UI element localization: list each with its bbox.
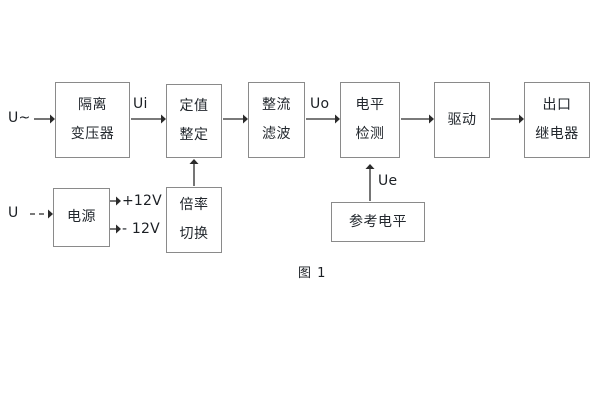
label-rail-negative: - 12V (122, 221, 160, 237)
arrow-rectify-to-level (306, 114, 340, 124)
label-input-dc: U (8, 205, 19, 221)
block-power-supply: 电源 (53, 188, 110, 247)
arrow-reference-to-level (365, 164, 375, 201)
block-line: 参考电平 (349, 213, 407, 230)
block-output-relay: 出口 继电器 (524, 82, 590, 158)
label-signal-ui: Ui (133, 96, 148, 112)
block-drive: 驱动 (434, 82, 490, 158)
block-line: 整定 (179, 127, 209, 143)
arrow-multiplier-to-setpoint (189, 159, 199, 186)
block-line: 滤波 (262, 126, 291, 142)
block-line: 出口 (542, 97, 572, 114)
block-line: 隔离 (78, 97, 107, 114)
arrow-power-negative-rail (110, 224, 121, 234)
block-line: 定值 (179, 98, 209, 115)
block-line: 倍率 (179, 197, 209, 214)
label-signal-uo: Uo (310, 96, 330, 112)
block-level-detection: 电平 检测 (340, 82, 400, 158)
label-signal-ue: Ue (378, 173, 398, 189)
arrow-power-positive-rail (110, 196, 121, 206)
block-line: 继电器 (535, 126, 579, 142)
block-line: 电源 (67, 209, 96, 226)
block-reference-level: 参考电平 (331, 202, 425, 242)
arrow-input-to-isolation (34, 114, 55, 124)
block-multiplier-switch: 倍率 切换 (166, 187, 222, 253)
arrow-level-to-drive (401, 114, 434, 124)
block-isolation-transformer: 隔离 变压器 (55, 82, 130, 158)
arrow-isolation-to-setpoint (131, 114, 166, 124)
block-line: 检测 (355, 126, 385, 142)
block-setpoint-setting: 定值 整定 (166, 84, 222, 158)
label-rail-positive: +12V (122, 193, 162, 209)
block-line: 整流 (262, 97, 291, 114)
block-line: 变压器 (70, 126, 115, 142)
arrow-drive-to-relay (491, 114, 524, 124)
label-input-ac: U~ (8, 110, 31, 126)
arrow-setpoint-to-rectify (223, 114, 248, 124)
block-line: 切换 (179, 226, 209, 242)
block-rectify-filter: 整流 滤波 (248, 82, 305, 158)
arrow-input-dc-to-power (30, 209, 53, 219)
block-line: 电平 (355, 97, 385, 114)
block-line: 驱动 (447, 111, 477, 128)
figure-caption: 图 1 (298, 266, 327, 281)
